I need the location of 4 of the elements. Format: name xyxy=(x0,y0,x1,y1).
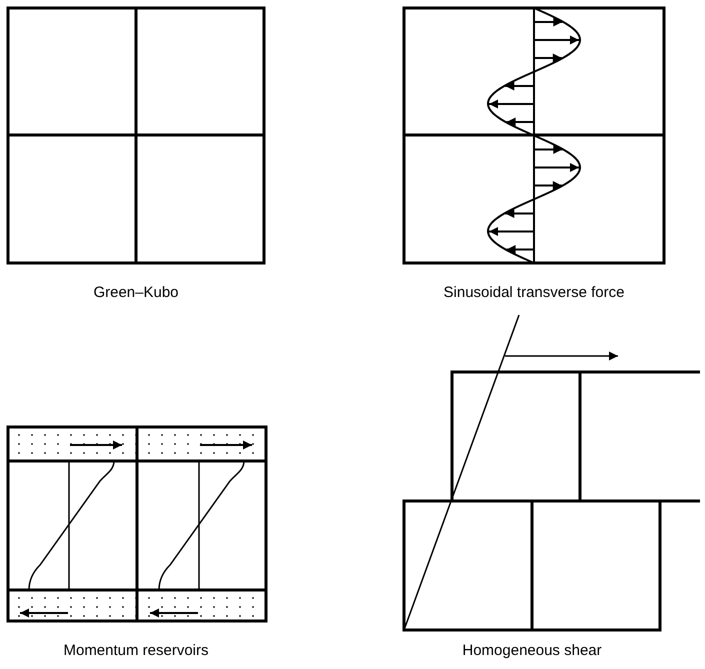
caption: Momentum reservoirs xyxy=(63,642,209,659)
caption: Homogeneous shear xyxy=(462,642,602,659)
caption: Green–Kubo xyxy=(93,284,179,301)
caption: Sinusoidal transverse force xyxy=(444,284,624,301)
